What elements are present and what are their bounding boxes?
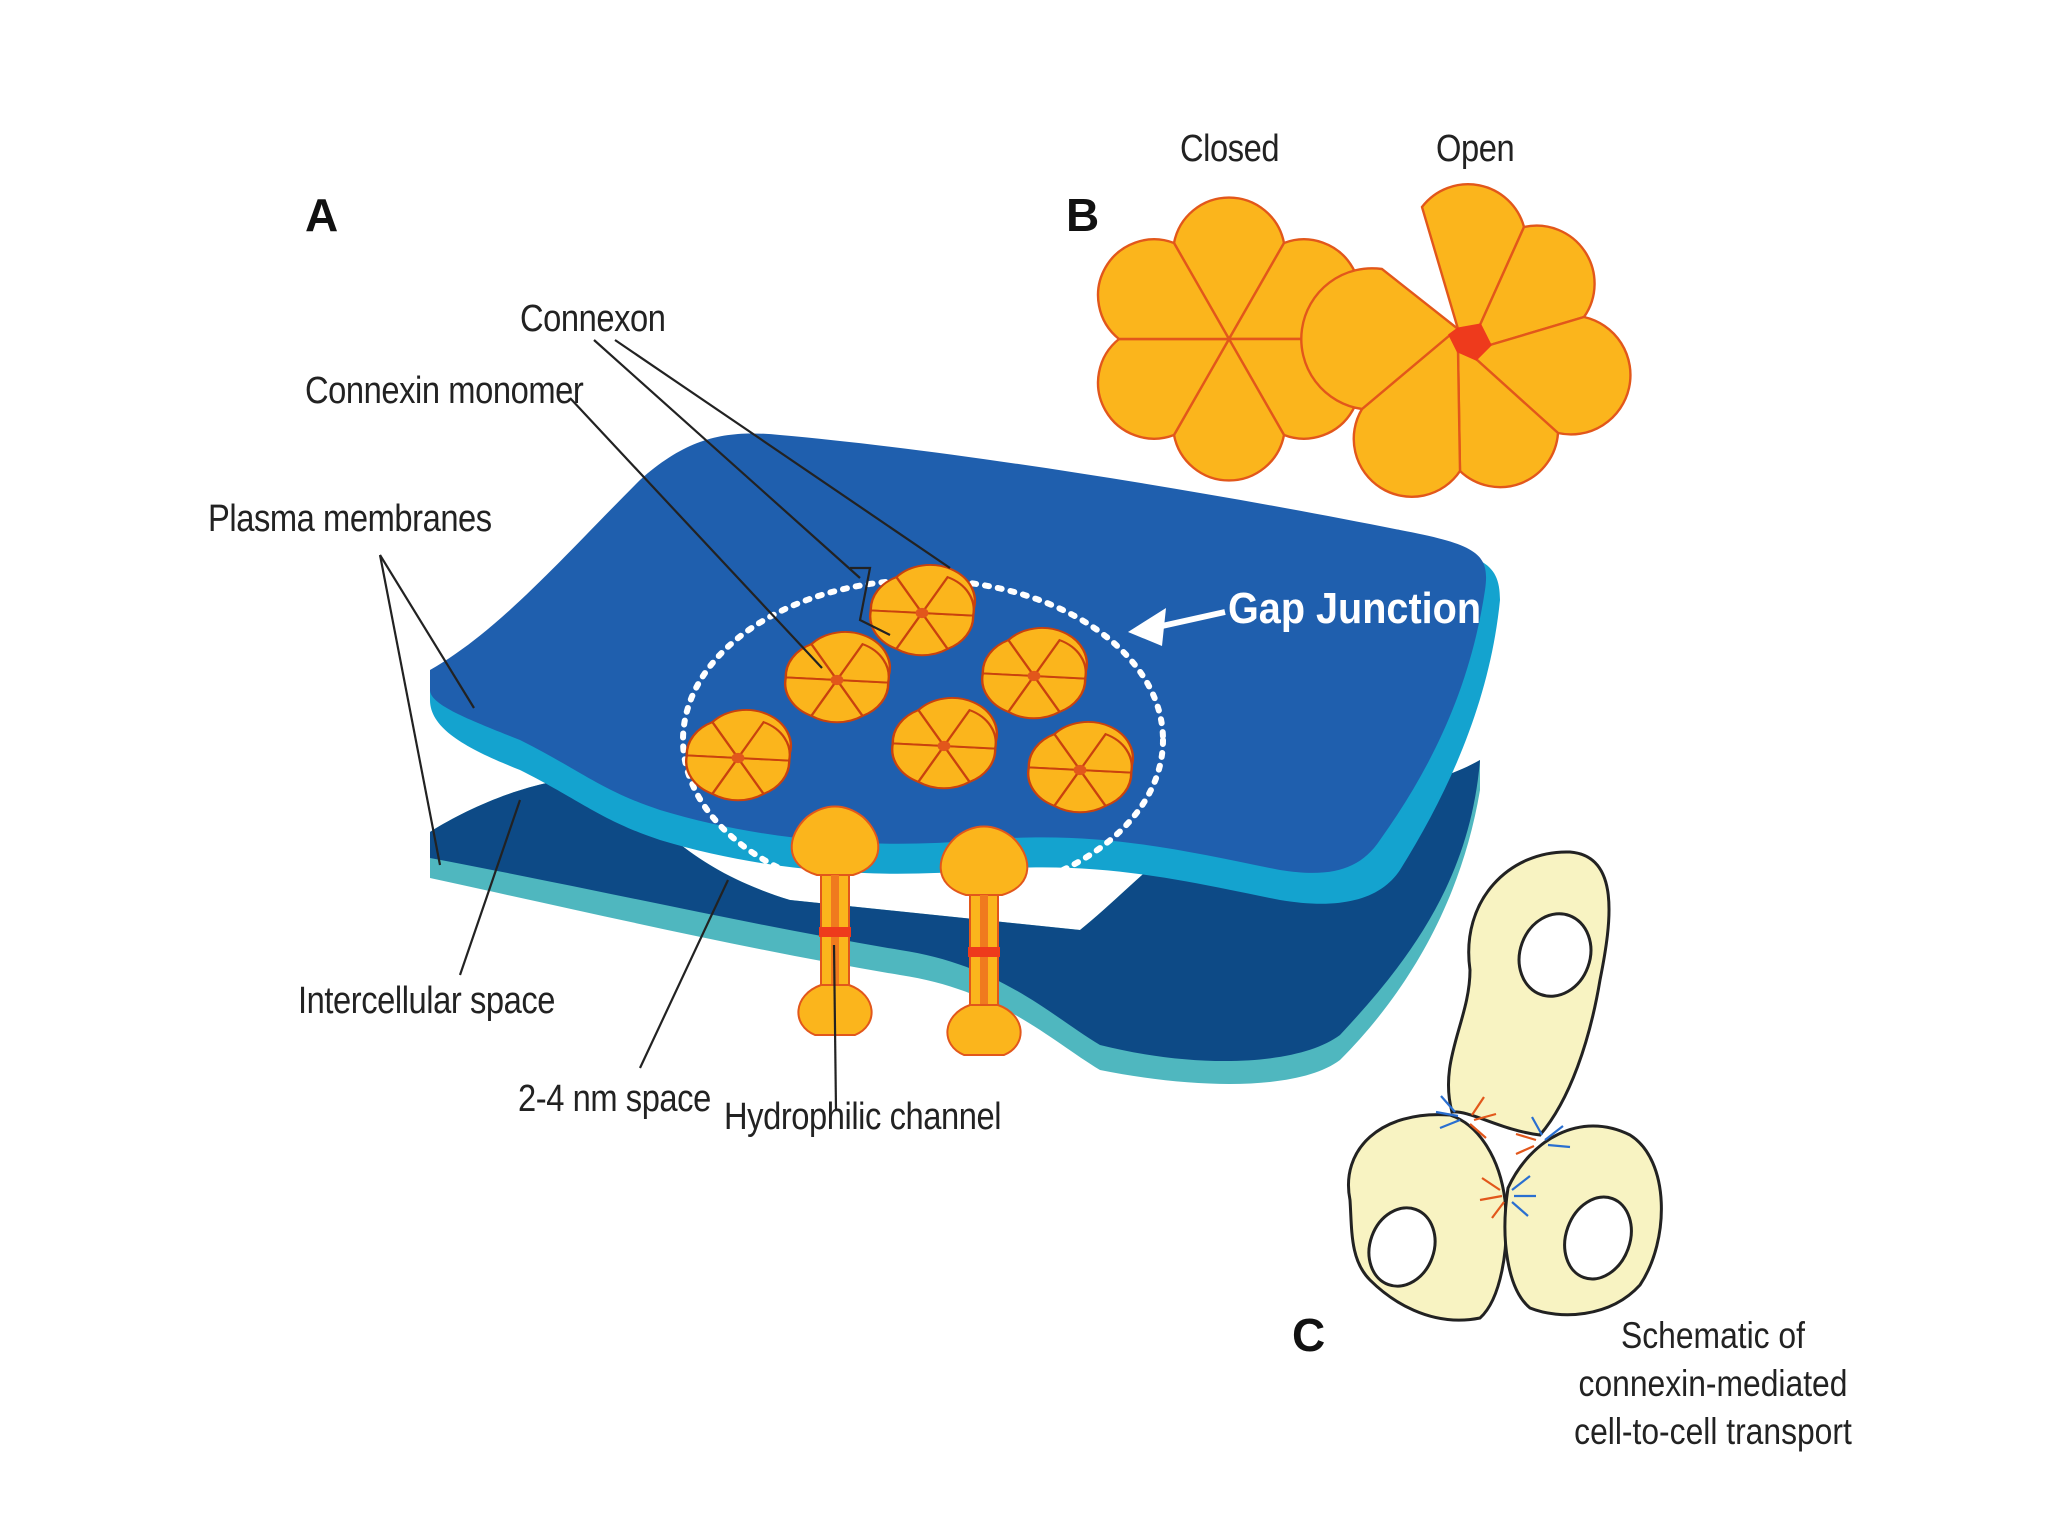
- panel-label-b: B: [1066, 189, 1100, 241]
- nm-space-label: 2-4 nm space: [518, 1078, 711, 1120]
- nucleus-right: [1563, 1195, 1633, 1281]
- panel-label-c: C: [1292, 1309, 1326, 1361]
- gap-junction-label: Gap Junction: [1228, 584, 1482, 633]
- transport-flux-marks: [1435, 1095, 1571, 1219]
- open-channel-rosette: [1300, 183, 1632, 498]
- gap-junction-arrow: [1128, 608, 1226, 646]
- hydrophilic-channel-label: Hydrophilic channel: [724, 1096, 1002, 1138]
- panel-label-a: A: [305, 189, 339, 241]
- caption-line-3: cell-to-cell transport: [1574, 1411, 1852, 1452]
- plasma-membranes-label: Plasma membranes: [208, 498, 492, 540]
- caption-line-2: connexin-mediated: [1578, 1363, 1848, 1404]
- connexon-label: Connexon: [520, 298, 666, 340]
- panel-c-caption: Schematic of connexin-mediated cell-to-c…: [1548, 1312, 1878, 1456]
- nucleus-left: [1367, 1206, 1437, 1288]
- closed-channel-rosette: [1096, 196, 1362, 482]
- leader-lines: [378, 339, 951, 1111]
- closed-label: Closed: [1180, 128, 1280, 170]
- cell-cluster: [1347, 850, 1663, 1322]
- intercellular-space-label: Intercellular space: [298, 980, 556, 1022]
- caption-line-1: Schematic of: [1621, 1315, 1805, 1356]
- nucleus-top: [1517, 912, 1593, 998]
- open-label: Open: [1436, 128, 1515, 170]
- cell-top: [1447, 850, 1611, 1137]
- connexin-monomer-label: Connexin monomer: [305, 370, 584, 412]
